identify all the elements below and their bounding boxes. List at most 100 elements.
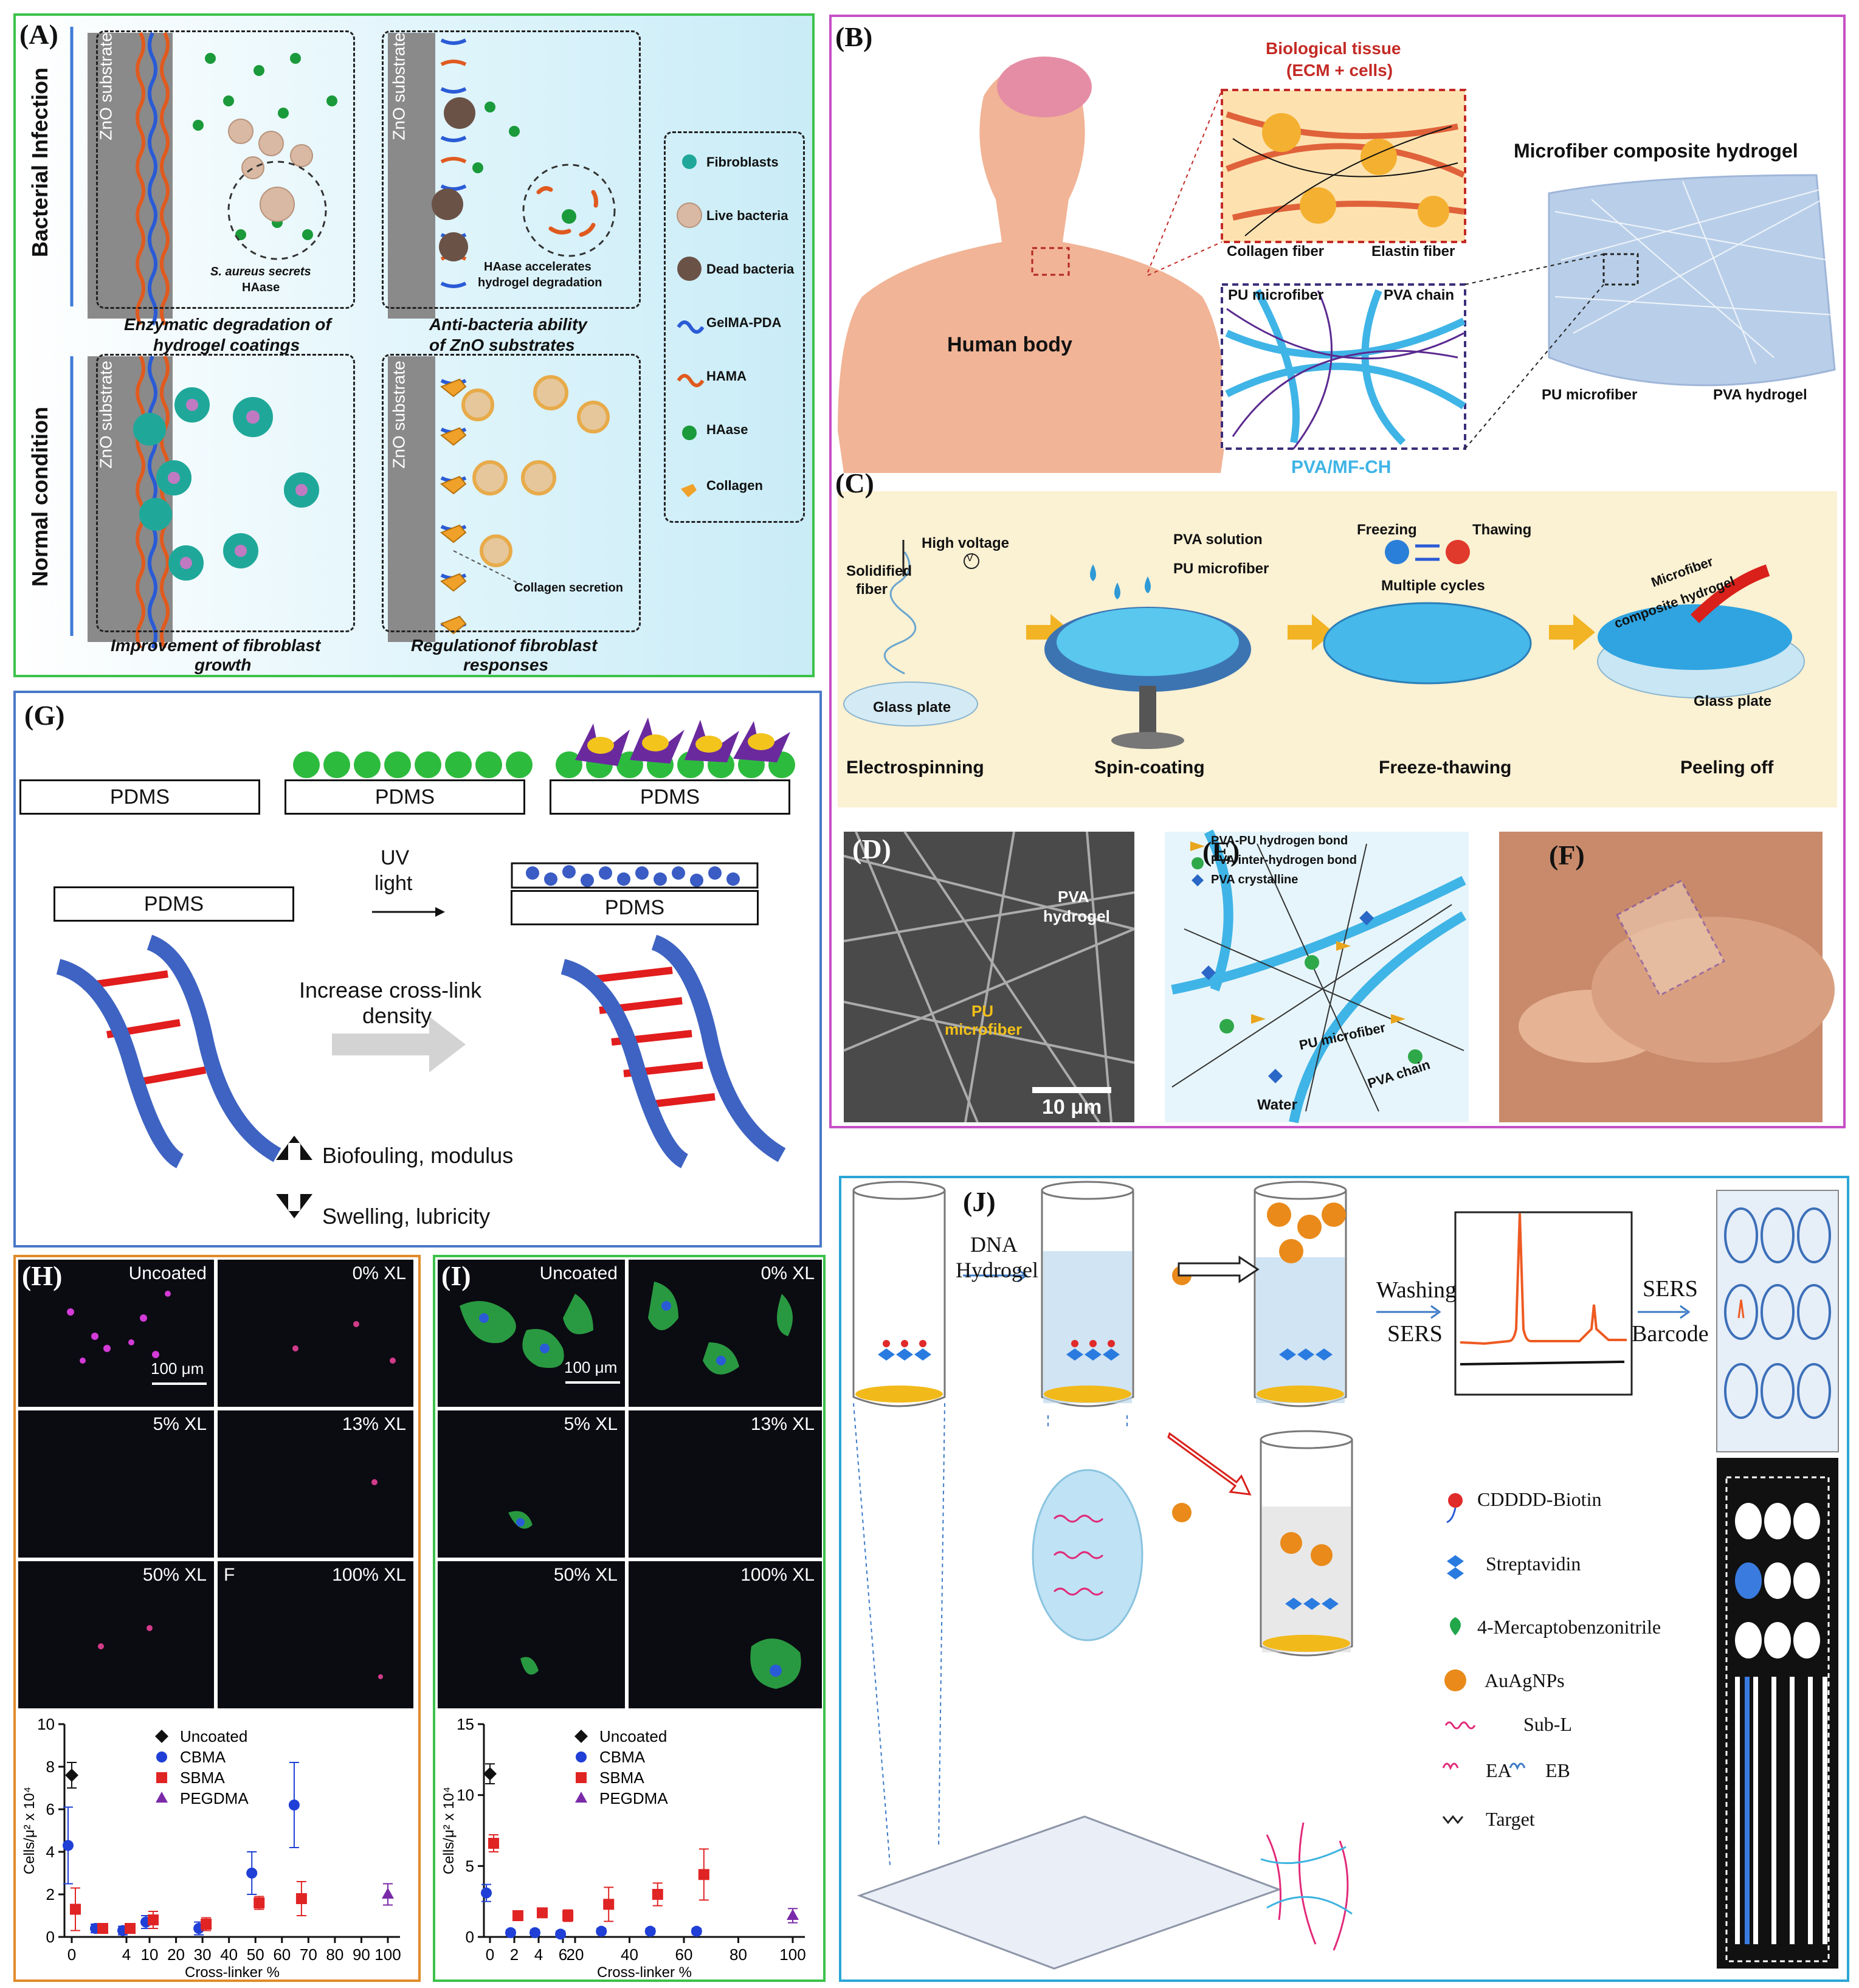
pva-hydrogel-d-line2: hydrogel <box>1043 907 1110 925</box>
panel-j: (J) DNA Hydrogel Washing SERS SERS Barco… <box>839 1176 1849 1982</box>
legend-pva-crystalline: PVA crystalline <box>1211 873 1299 886</box>
subpanel-a3-frame <box>96 354 355 632</box>
panel-a-label: (A) <box>19 19 58 50</box>
composite-title: Microfiber composite hydrogel <box>1514 140 1798 162</box>
data-point <box>574 1730 588 1743</box>
data-point <box>155 1730 168 1743</box>
micro-h-5xl-label: 5% XL <box>153 1414 207 1434</box>
x-tick-label: 80 <box>729 1945 747 1964</box>
row-label-bacterial-infection: Bacterial Infection <box>27 67 52 258</box>
data-point <box>295 1893 307 1904</box>
panel-d-label: (D) <box>852 834 891 865</box>
panel-a-legend-icons <box>677 154 705 497</box>
panel-g-illustration <box>56 717 795 1218</box>
caption-a1-line1: Enzymatic degradation of <box>124 315 331 334</box>
caption-a2-line1: Anti-bacteria ability <box>429 315 587 334</box>
x-axis-title: Cross-linker % <box>597 1964 692 1979</box>
panel-i-label: (I) <box>441 1260 471 1291</box>
barcode: Barcode <box>1632 1321 1709 1347</box>
data-point <box>555 1928 567 1940</box>
data-point <box>537 1907 548 1919</box>
y-tick-label: 15 <box>457 1715 474 1733</box>
data-point <box>652 1889 663 1900</box>
data-point <box>787 1909 799 1920</box>
data-point <box>201 1919 212 1930</box>
sers-2: SERS <box>1643 1276 1698 1302</box>
x-tick-label: 0 <box>486 1945 494 1964</box>
panel-b-f-illustration <box>838 57 1837 1123</box>
micro-h-uncoated: Uncoated 100 μm <box>18 1260 214 1407</box>
data-point <box>254 1897 265 1908</box>
y-tick-label: 2 <box>46 1885 55 1903</box>
micro-h-uncoated-label: Uncoated <box>128 1263 207 1283</box>
panel-a-legend-frame <box>664 131 805 523</box>
legend-gelma-pda: GelMA-PDA <box>706 315 782 330</box>
panel-h-label: (H) <box>22 1260 63 1291</box>
x-tick-label: 20 <box>567 1945 584 1964</box>
solidified-line2: fiber <box>856 581 888 598</box>
freezing: Freezing <box>1357 522 1417 538</box>
x-tick-label: 30 <box>194 1945 212 1964</box>
panel-e-label: (E) <box>1202 836 1240 867</box>
series-uncoated <box>483 1763 497 1784</box>
pva-mf-ch: PVA/MF-CH <box>1291 457 1392 477</box>
series-pegdma <box>382 1883 394 1906</box>
data-point <box>382 1888 394 1899</box>
data-point <box>562 1910 574 1921</box>
legend-pva-pu-bond: PVA-PU hydrogen bond <box>1211 834 1348 847</box>
y-tick-label: 8 <box>46 1758 55 1776</box>
legend-label: CBMA <box>180 1748 226 1766</box>
caption-a1-line2: hydrogel coatings <box>153 336 300 354</box>
thawing: Thawing <box>1472 522 1532 538</box>
human-body: Human body <box>947 333 1072 356</box>
data-point <box>576 1772 587 1783</box>
data-point <box>97 1923 108 1934</box>
data-point <box>488 1838 499 1849</box>
legend-auagnps: AuAgNPs <box>1485 1669 1565 1691</box>
note-haase-line1: HAase accelerates <box>484 260 592 274</box>
caption-a4-line1: Regulationof fibroblast <box>411 636 598 655</box>
glass-plate-c1: Glass plate <box>873 699 951 716</box>
micro-h-0xl: 0% XL <box>218 1260 413 1407</box>
zno-label-3: ZnO substrate <box>96 361 116 469</box>
data-point <box>529 1927 540 1938</box>
data-point <box>156 1772 167 1783</box>
y-tick-label: 10 <box>457 1786 474 1804</box>
caption-a2-line2: of ZnO substrates <box>429 336 575 354</box>
uv-line2: light <box>374 872 413 895</box>
caption-a3-line1: Improvement of fibroblast <box>111 636 321 655</box>
pva-chain-b: PVA chain <box>1384 287 1455 303</box>
bio-tissue-line2: (ECM + cells) <box>1286 61 1393 80</box>
zno-label-4: ZnO substrate <box>389 361 409 469</box>
x-tick-label: 10 <box>141 1945 159 1964</box>
micro-i-uncoated-label: Uncoated <box>539 1263 618 1283</box>
legend-pva-inter-bond: PVA inter-hydrogen bond <box>1211 854 1357 867</box>
sers-1: SERS <box>1387 1321 1443 1347</box>
elastin-fiber: Elastin fiber <box>1371 243 1455 260</box>
y-tick-label: 10 <box>37 1715 55 1733</box>
data-point <box>505 1927 516 1938</box>
step-electrospinning: Electrospinning <box>846 758 984 778</box>
micro-h-13xl-label: 13% XL <box>342 1414 406 1434</box>
micro-h-scale-label: 100 μm <box>151 1359 204 1378</box>
y-tick-label: 6 <box>46 1800 55 1818</box>
glass-plate-c2: Glass plate <box>1694 693 1772 709</box>
high-voltage: High voltage <box>922 535 1010 551</box>
x-tick-label: 4 <box>122 1945 131 1964</box>
step-spin-coating: Spin-coating <box>1094 758 1205 778</box>
micro-i-13xl: 13% XL <box>629 1410 822 1558</box>
pva-hydrogel-d-line1: PVA <box>1058 888 1089 906</box>
y-axis-title: Cells/μ² x 10⁴ <box>21 1787 38 1874</box>
x-tick-label: 40 <box>220 1945 238 1964</box>
note-saureus-line2: HAase <box>242 281 280 294</box>
data-point <box>576 1752 587 1762</box>
x-tick-label: 20 <box>167 1945 185 1964</box>
x-tick-label: 40 <box>621 1945 638 1964</box>
data-point <box>70 1903 81 1915</box>
note-haase-line2: hydrogel degradation <box>478 276 602 289</box>
step-peeling-off: Peeling off <box>1680 758 1774 778</box>
series-sbma <box>488 1834 709 1922</box>
data-point <box>698 1869 709 1880</box>
scale-bar-d: 10 μm <box>1042 1096 1102 1119</box>
